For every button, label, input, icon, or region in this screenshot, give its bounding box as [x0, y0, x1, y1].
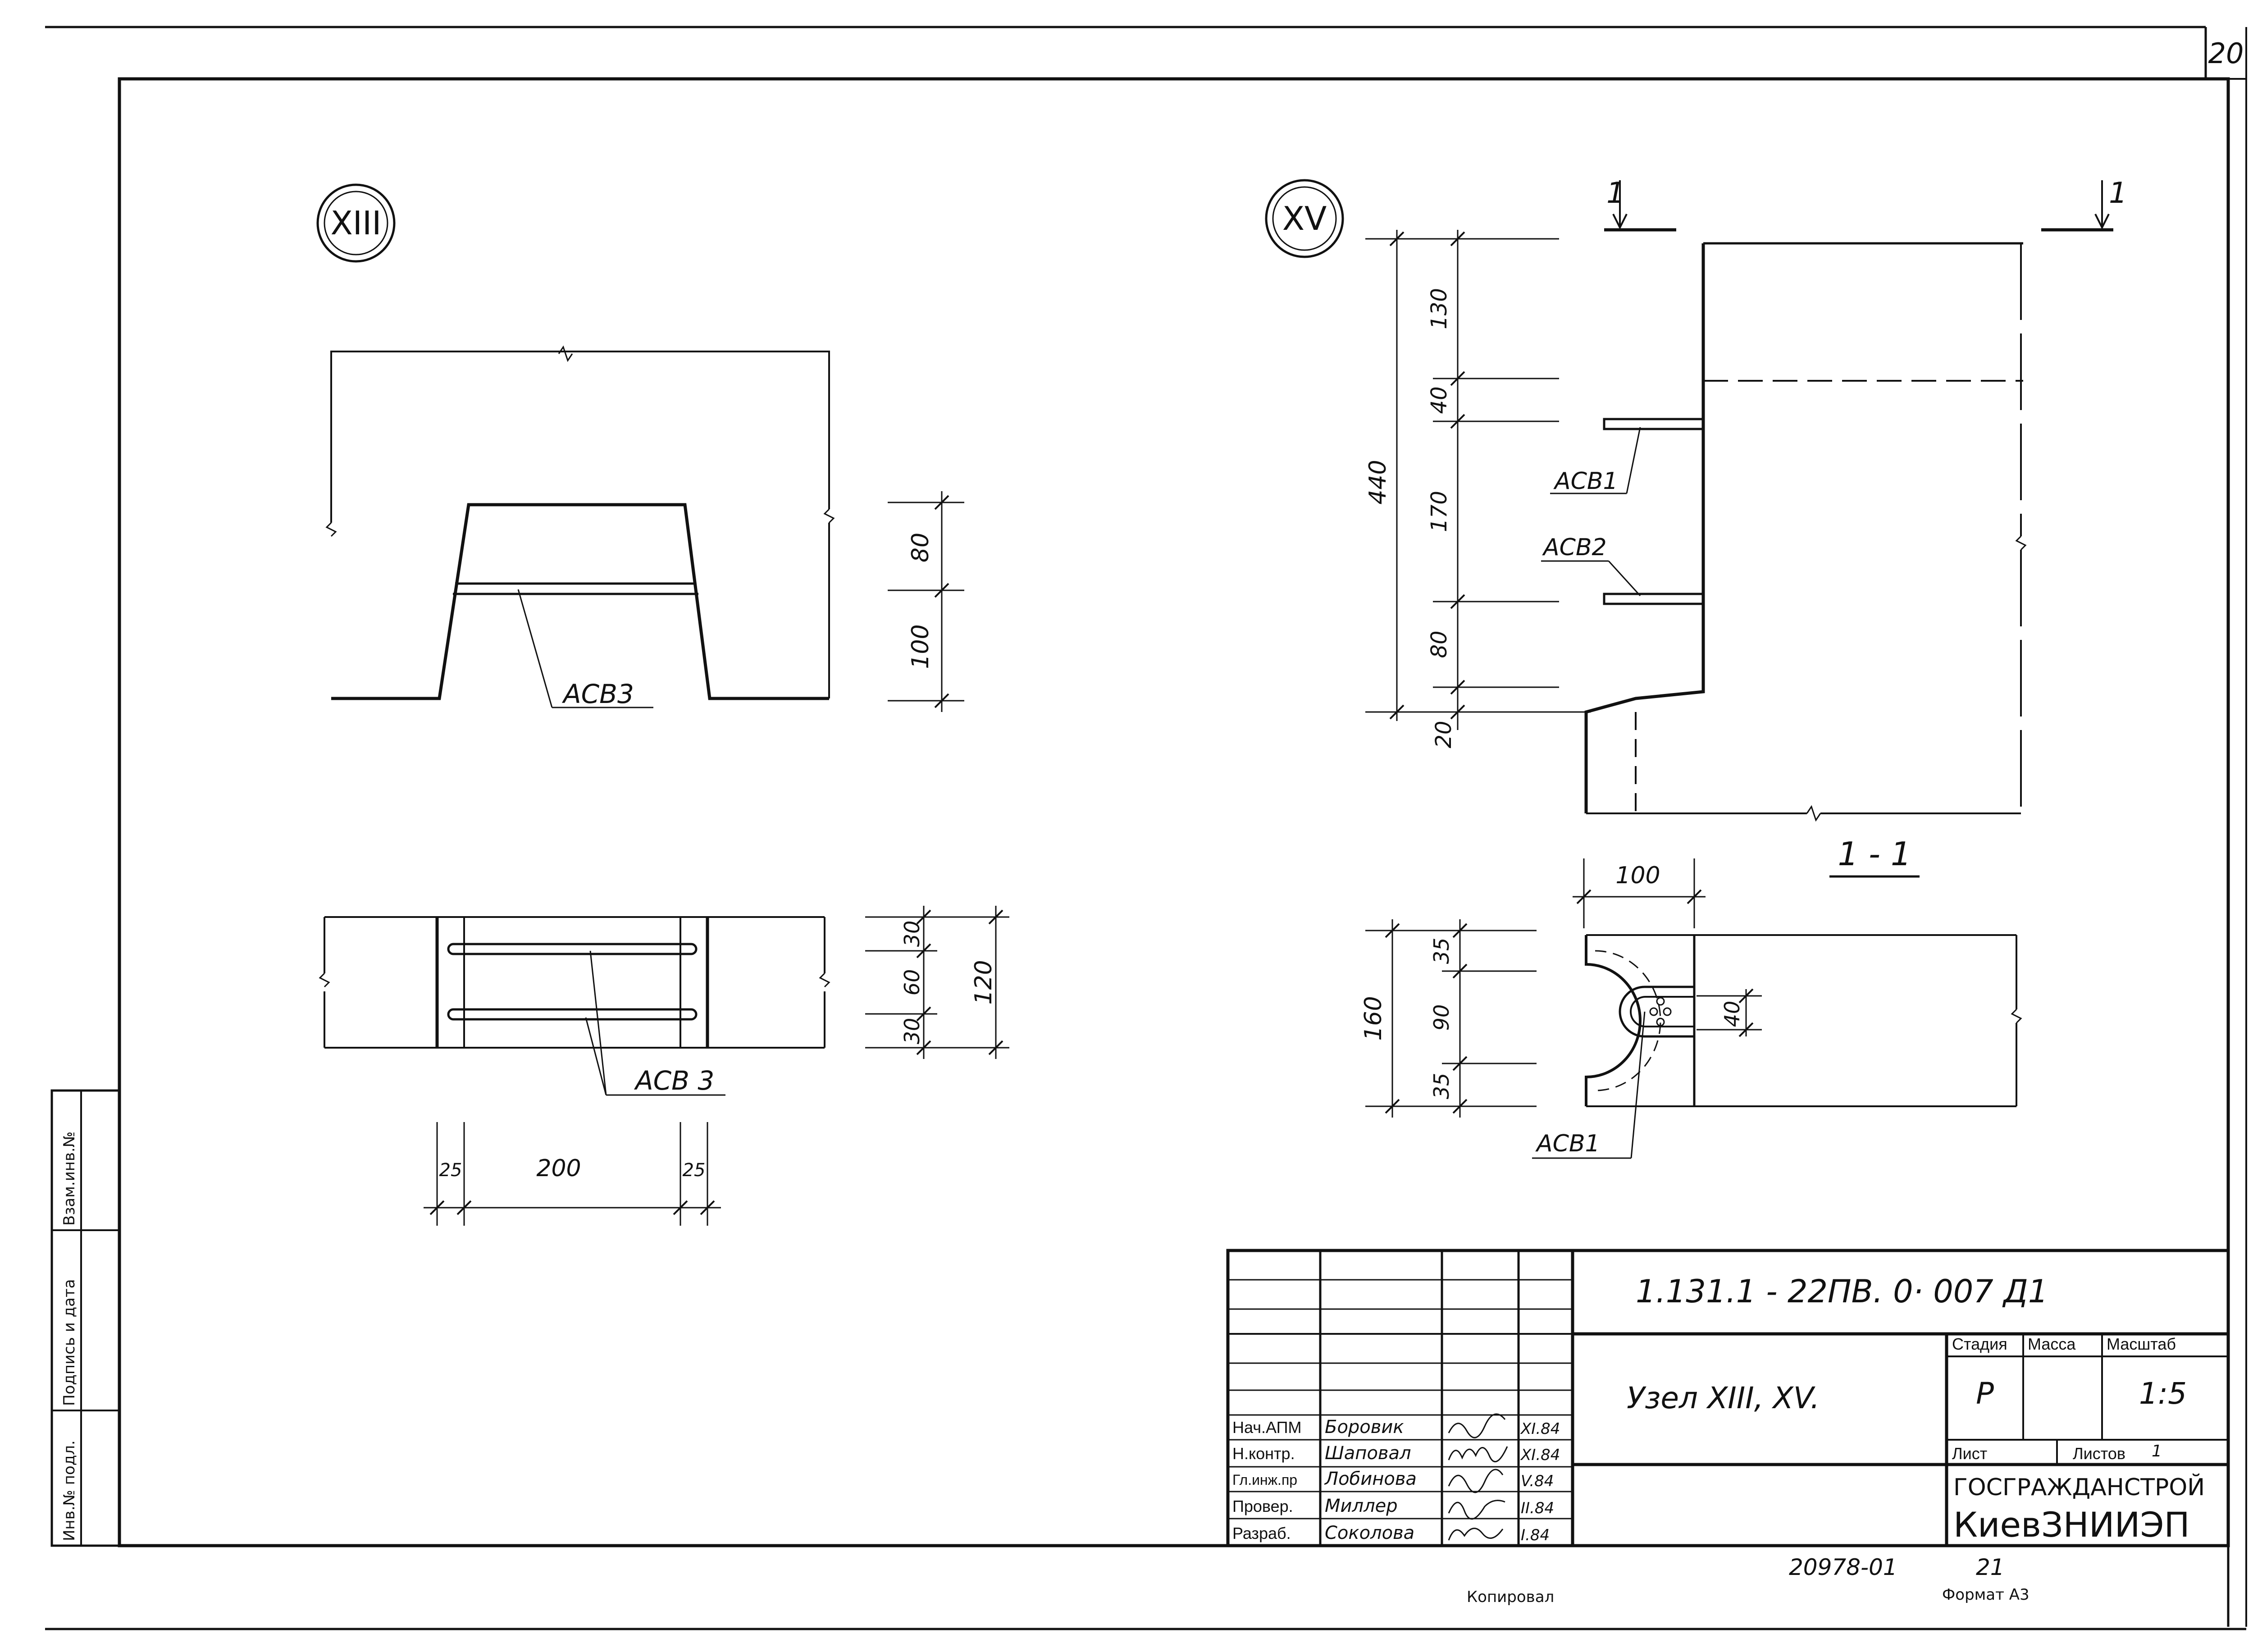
side-stamp-inventory: Инв.№ подл.	[60, 1440, 78, 1541]
format-label: Формат А3	[1942, 1586, 2030, 1604]
node-xv-plan-dim-35b: 35	[1429, 1073, 1454, 1100]
sheets-label: Листов	[2073, 1444, 2125, 1463]
signature-row: Н.контр. Шаповал XI.84	[1232, 1443, 1560, 1464]
sheet-frame	[45, 26, 2247, 1630]
node-xv-label: XV	[1282, 200, 1327, 237]
signature-name: Лобинова	[1324, 1469, 1417, 1489]
node-xiii-elevation-bar: АСВ3	[561, 679, 634, 709]
sheet-label: Лист	[1952, 1444, 1987, 1463]
drawing-title: Узел XIII, XV.	[1627, 1381, 1820, 1415]
node-xv-bar1: АСВ1	[1553, 468, 1618, 495]
node-xiii-width-25a: 25	[439, 1160, 462, 1181]
signature-role: Нач.АПМ	[1232, 1418, 1301, 1437]
page-number: 21	[1976, 1554, 2005, 1580]
scale-value: 1:5	[2139, 1376, 2187, 1411]
section-marker-left: 1	[1606, 177, 1625, 210]
node-xv-bar2: АСВ2	[1542, 534, 1607, 561]
section-title: 1 - 1	[1838, 835, 1911, 873]
side-stamp: Взам.инв.№ Подпись и дата Инв.№ подл.	[50, 1089, 121, 1547]
section-marker-right: 1	[2109, 177, 2127, 210]
node-xiii-plan-dim-60: 60	[900, 969, 924, 996]
signature-role: Разраб.	[1232, 1524, 1291, 1542]
signature-row: Разраб. Соколова I.84	[1232, 1523, 1550, 1544]
node-xiii-plan-dim-30a: 30	[900, 921, 924, 947]
signature-date: II.84	[1521, 1499, 1554, 1517]
node-xv-dim-40: 40	[1427, 386, 1452, 414]
node-xiii-plan: АСВ 3 30 60 30 120	[319, 906, 1009, 1226]
node-xv-dim-170: 170	[1427, 491, 1452, 532]
node-xv: XV 1 1 АСВ1 АСВ2	[1265, 177, 2127, 1159]
signature-name: Боровик	[1325, 1417, 1404, 1438]
signature-date: XI.84	[1520, 1446, 1560, 1464]
node-xiii-dim-80: 80	[907, 533, 934, 562]
node-xv-plan: 40 АСВ1 100 35 90	[1360, 858, 2022, 1159]
signature-row: Нач.АПМ Боровик XI.84	[1232, 1413, 1560, 1438]
node-xv-dim-80: 80	[1427, 630, 1452, 658]
node-xv-plan-bar: АСВ1	[1535, 1130, 1600, 1157]
node-xv-dim-440: 440	[1364, 460, 1391, 504]
footer: 20978-01 21 Копировал Формат А3	[1467, 1554, 2030, 1606]
stage-value: Р	[1976, 1376, 1994, 1411]
node-xiii-plan-dim-120: 120	[970, 960, 997, 1004]
side-stamp-signature: Подпись и дата	[60, 1279, 78, 1406]
node-xiii-label: XIII	[330, 204, 381, 242]
signature-name: Соколова	[1325, 1523, 1414, 1543]
signature-role: Н.контр.	[1232, 1444, 1295, 1463]
organization-line1: ГОСГРАЖДАНСТРОЙ	[1953, 1474, 2205, 1501]
node-xv-plan-dim-160: 160	[1360, 996, 1387, 1040]
sheet-number: 20	[2208, 37, 2244, 70]
node-xv-elevation: АСВ1 АСВ2 130 40 170 80 20	[1364, 230, 2027, 822]
node-xiii-plan-dim-30b: 30	[900, 1018, 924, 1045]
document-code: 1.131.1 - 22ПВ. 0· 007 Д1	[1636, 1273, 2048, 1310]
node-xv-dim-130: 130	[1427, 288, 1452, 329]
signature-role: Провер.	[1232, 1497, 1293, 1515]
node-xv-dim-20: 20	[1431, 721, 1456, 748]
organization-line2: КиевЗНИИЭП	[1953, 1505, 2190, 1545]
scale-label: Масштаб	[2107, 1335, 2176, 1353]
signature-row: Гл.инж.пр Лобинова V.84	[1232, 1469, 1554, 1493]
node-xiii-dim-100: 100	[907, 624, 934, 669]
signature-row: Провер. Миллер II.84	[1232, 1496, 1554, 1520]
signature-date: I.84	[1521, 1526, 1550, 1544]
sheets-value: 1	[2152, 1442, 2162, 1460]
node-xiii-width-25b: 25	[683, 1160, 706, 1181]
node-xiii-plan-bar: АСВ 3	[634, 1065, 714, 1096]
copied-label: Копировал	[1467, 1588, 1554, 1606]
node-xv-plan-dim-90: 90	[1429, 1004, 1454, 1031]
signature-role: Гл.инж.пр	[1232, 1472, 1297, 1488]
archive-number: 20978-01	[1789, 1554, 1897, 1580]
signature-date: V.84	[1521, 1472, 1554, 1490]
mass-label: Масса	[2028, 1335, 2076, 1353]
node-xiii: XIII АСВ3 80 100	[316, 183, 1009, 1226]
title-block: Нач.АПМ Боровик XI.84 Н.контр. Шаповал X…	[1226, 1249, 2230, 1547]
node-xv-inner-dim-40: 40	[1720, 1001, 1744, 1027]
signature-name: Миллер	[1325, 1496, 1398, 1516]
signature-date: XI.84	[1520, 1420, 1560, 1438]
node-xiii-width-200: 200	[536, 1155, 581, 1182]
node-xv-plan-width: 100	[1615, 862, 1660, 889]
stage-label: Стадия	[1952, 1335, 2007, 1353]
side-stamp-replacement: Взам.инв.№	[60, 1132, 78, 1226]
node-xv-plan-dim-35a: 35	[1429, 938, 1454, 964]
node-xiii-elevation: АСВ3 80 100	[325, 345, 964, 712]
signature-name: Шаповал	[1325, 1443, 1411, 1464]
